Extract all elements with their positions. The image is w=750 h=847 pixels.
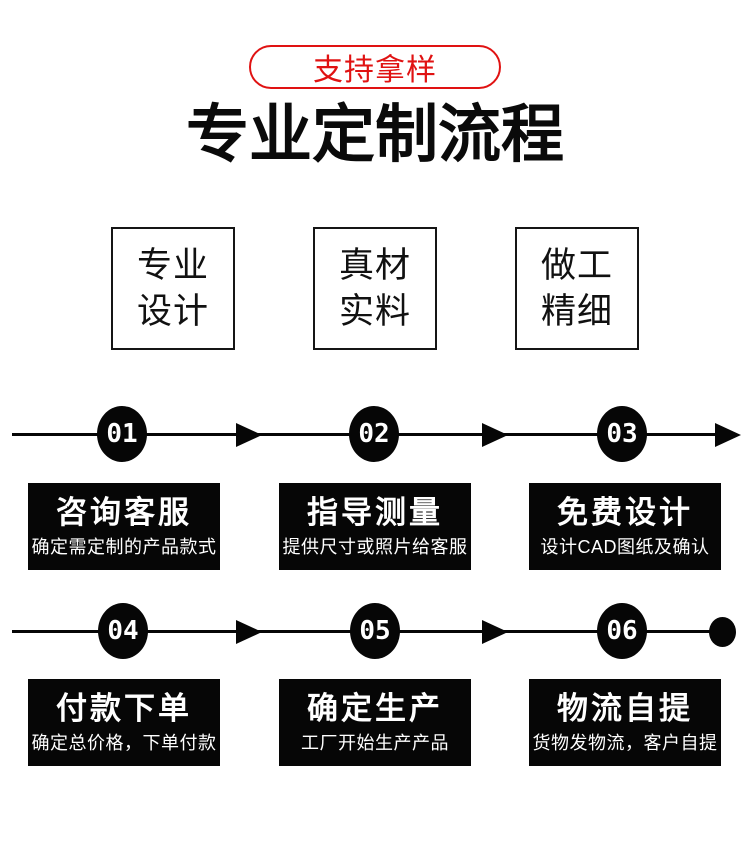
step-box-payment: 付款下单 确定总价格，下单付款 xyxy=(28,679,220,766)
step-title: 指导测量 xyxy=(307,494,443,530)
page-title: 专业定制流程 xyxy=(186,100,564,170)
step-description: 确定总价格，下单付款 xyxy=(31,732,217,753)
step-description: 提供尺寸或照片给客服 xyxy=(282,536,468,557)
step-number-circle-04: 04 xyxy=(98,603,148,659)
feature-line: 实料 xyxy=(338,291,411,331)
step-box-logistics: 物流自提 货物发物流，客户自提 xyxy=(529,679,721,766)
step-box-production: 确定生产 工厂开始生产产品 xyxy=(279,679,471,766)
arrow-right-icon xyxy=(482,423,508,447)
step-title: 确定生产 xyxy=(307,690,443,726)
step-box-free-design: 免费设计 设计CAD图纸及确认 xyxy=(529,483,721,570)
step-box-consult: 咨询客服 确定需定制的产品款式 xyxy=(28,483,220,570)
step-number: 03 xyxy=(606,419,638,449)
step-box-measure: 指导测量 提供尺寸或照片给客服 xyxy=(279,483,471,570)
arrow-right-icon xyxy=(482,620,508,644)
sample-support-badge-label: 支持拿样 xyxy=(313,54,437,87)
step-title: 物流自提 xyxy=(557,690,693,726)
feature-line: 做工 xyxy=(540,245,613,285)
feature-line: 专业 xyxy=(136,245,209,285)
step-number: 05 xyxy=(359,616,391,646)
step-description: 确定需定制的产品款式 xyxy=(31,536,217,557)
step-description: 工厂开始生产产品 xyxy=(301,732,449,753)
step-number: 01 xyxy=(106,419,138,449)
step-number: 02 xyxy=(358,419,390,449)
flow-end-dot xyxy=(709,617,736,647)
arrow-right-icon xyxy=(236,620,262,644)
step-number-circle-05: 05 xyxy=(350,603,400,659)
arrow-right-icon xyxy=(715,423,741,447)
step-number-circle-03: 03 xyxy=(597,406,647,462)
step-description: 货物发物流，客户自提 xyxy=(532,732,718,753)
feature-line: 真材 xyxy=(338,245,411,285)
feature-box-workmanship: 做工 精细 xyxy=(515,227,639,350)
step-number-circle-06: 06 xyxy=(597,603,647,659)
step-title: 免费设计 xyxy=(557,494,693,530)
feature-line: 精细 xyxy=(540,291,613,331)
step-number-circle-02: 02 xyxy=(349,406,399,462)
feature-box-row: 专业 设计 真材 实料 做工 精细 xyxy=(0,227,750,350)
feature-box-materials: 真材 实料 xyxy=(313,227,437,350)
step-number-circle-01: 01 xyxy=(97,406,147,462)
step-description: 设计CAD图纸及确认 xyxy=(540,536,710,557)
step-number: 06 xyxy=(606,616,638,646)
step-number: 04 xyxy=(107,616,139,646)
step-title: 咨询客服 xyxy=(56,494,192,530)
feature-line: 设计 xyxy=(136,291,209,331)
arrow-right-icon xyxy=(236,423,262,447)
sample-support-badge: 支持拿样 xyxy=(249,45,501,89)
feature-box-design: 专业 设计 xyxy=(111,227,235,350)
step-title: 付款下单 xyxy=(56,690,192,726)
